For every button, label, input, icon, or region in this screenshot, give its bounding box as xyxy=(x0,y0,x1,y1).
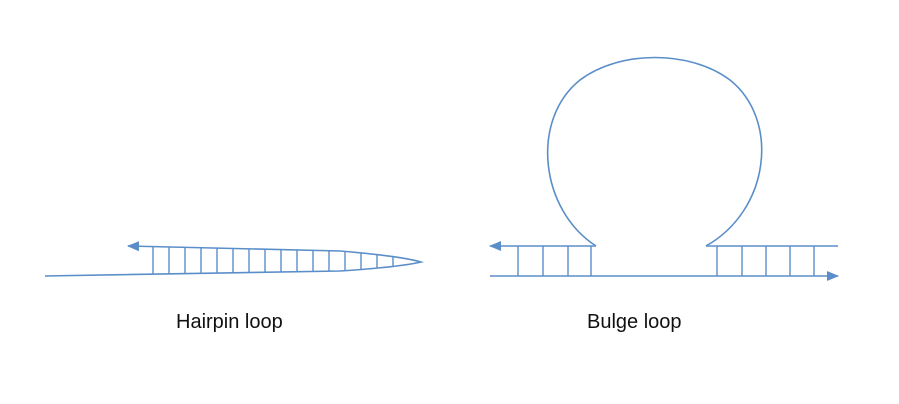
bulge-right-base-pairs xyxy=(716,246,815,276)
hairpin-base-pairs xyxy=(152,246,394,275)
bulge-structure xyxy=(489,56,839,281)
hairpin-loop-label: Hairpin loop xyxy=(176,311,283,333)
bulge-loop-arc xyxy=(546,56,763,247)
hairpin-strand xyxy=(44,241,425,277)
bulge-left-base-pairs xyxy=(517,246,592,276)
bulge-loop-label: Bulge loop xyxy=(587,311,682,333)
hairpin-structure xyxy=(44,241,425,277)
